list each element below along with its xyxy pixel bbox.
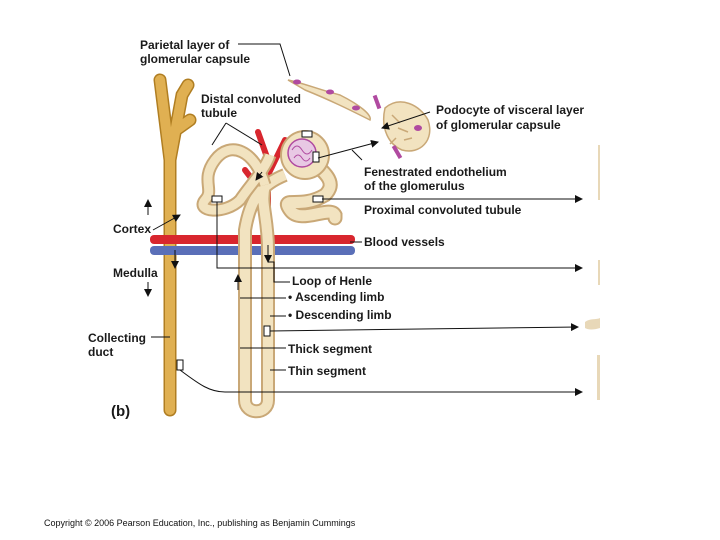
label-fenestrated-line1: Fenestrated endothelium [364, 165, 507, 179]
label-parietal-layer-line1: Parietal layer of [140, 38, 230, 52]
label-thick-segment: Thick segment [288, 342, 373, 356]
label-blood-vessels: Blood vessels [364, 235, 445, 249]
parietal-cells-shape [287, 79, 371, 122]
label-loop-of-henle: Loop of Henle [292, 274, 372, 288]
label-ascending-limb: • Ascending limb [288, 290, 385, 304]
label-thin-segment: Thin segment [288, 364, 367, 378]
collecting-duct-shape [153, 73, 197, 417]
copyright-text: Copyright © 2006 Pearson Education, Inc.… [44, 518, 356, 528]
glomerulus-shape [280, 130, 330, 180]
label-fenestrated-line2: of the glomerulus [364, 179, 465, 193]
label-distal-tubule-line2: tubule [201, 106, 237, 120]
label-distal-tubule-line1: Distal convoluted [201, 92, 302, 106]
label-podocyte-line2: of glomerular capsule [436, 118, 561, 132]
podocyte-shape [372, 94, 431, 160]
label-parietal-layer-line2: glomerular capsule [140, 52, 251, 66]
label-descending-limb: • Descending limb [288, 308, 392, 322]
label-collecting-duct-line1: Collecting [88, 331, 147, 345]
label-proximal-tubule: Proximal convoluted tubule [364, 203, 522, 217]
leader-lines [144, 43, 583, 396]
panel-label: (b) [111, 403, 131, 420]
label-collecting-duct-line2: duct [88, 345, 114, 359]
label-medulla: Medulla [113, 266, 158, 280]
label-cortex: Cortex [113, 222, 152, 236]
cropped-micrographs [585, 145, 600, 400]
label-podocyte-line1: Podocyte of visceral layer [436, 103, 585, 117]
tubule-shape [196, 142, 343, 419]
